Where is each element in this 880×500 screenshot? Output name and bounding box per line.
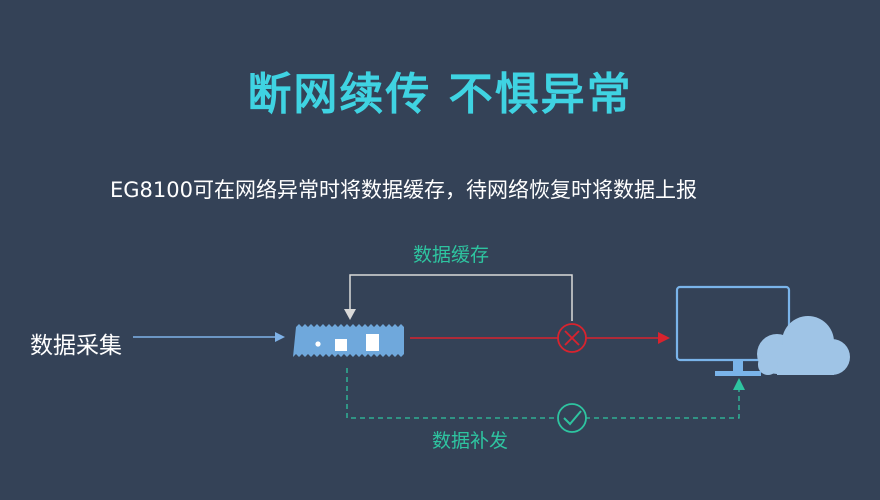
gateway-device-icon (293, 324, 404, 357)
cache-loop-line (349, 274, 573, 321)
check-circle-icon (557, 403, 587, 433)
cloud-icon (757, 316, 850, 375)
description-text: EG8100可在网络异常时将数据缓存，待网络恢复时将数据上报 (110, 178, 697, 202)
cross-circle-icon (557, 323, 587, 353)
monitor-icon (675, 285, 791, 376)
cache-loop-arrowhead (344, 309, 356, 320)
resend-path (346, 368, 740, 419)
label-data-cache: 数据缓存 (413, 244, 490, 266)
label-data-resend: 数据补发 (432, 430, 509, 452)
page-title: 断网续传 不惧异常 (247, 69, 633, 120)
label-data-collect: 数据采集 (30, 333, 122, 359)
resend-arrowhead (733, 378, 745, 390)
